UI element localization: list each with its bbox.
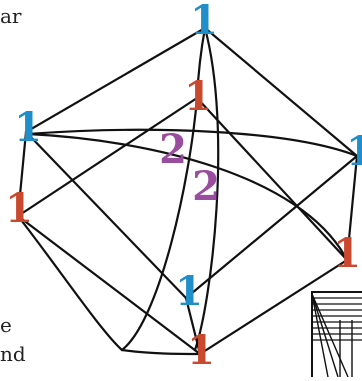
vertex-label-right: 1 (346, 128, 362, 175)
cube-curves (16, 26, 359, 356)
curve-bottomleft-to-bottom (120, 348, 202, 356)
curve-innertop-to-bottomleft (120, 96, 199, 352)
side-text-middle: e (0, 313, 12, 337)
edge-top-left (24, 26, 207, 134)
vertex-label-top: 1 (190, 0, 218, 44)
edge-inner-top-leftlow (16, 96, 199, 218)
vertex-labels: 1 1 1 1 1 1 1 1 2 2 (5, 0, 362, 374)
edge-left-vertical (16, 130, 28, 218)
curve-top-to-bottom (193, 26, 220, 352)
side-text-top: ar (0, 4, 22, 28)
edge-top-right (203, 26, 359, 158)
vertex-label-center-lower: 2 (192, 163, 220, 210)
side-text-bottom: nd (0, 342, 26, 366)
curve-left-to-rightlow (26, 132, 348, 260)
edge-rightlow-bottom (198, 258, 349, 356)
edge-right-bottom (184, 154, 359, 300)
vertex-label-inner-top: 1 (184, 73, 212, 120)
curve-top-to-innertop (195, 26, 207, 100)
vertex-label-right-low: 1 (333, 230, 361, 277)
edge-leftlow-bottom (16, 214, 202, 356)
edge-inner-top-rightlow (195, 96, 349, 262)
vertex-label-left: 1 (14, 104, 42, 151)
cube-edges (16, 26, 359, 356)
vertex-label-bottom: 1 (187, 327, 215, 374)
vertex-label-center-upper: 2 (159, 126, 187, 173)
vertex-label-bottom-front: 1 (175, 268, 203, 315)
curve-left-to-right (26, 128, 359, 158)
vertex-label-left-low: 1 (5, 185, 33, 232)
striped-square-icon (311, 291, 362, 381)
edge-left-bottom (24, 130, 188, 300)
curve-leftlow-to-bottomleft (16, 214, 124, 352)
edge-right-vertical (345, 154, 359, 262)
